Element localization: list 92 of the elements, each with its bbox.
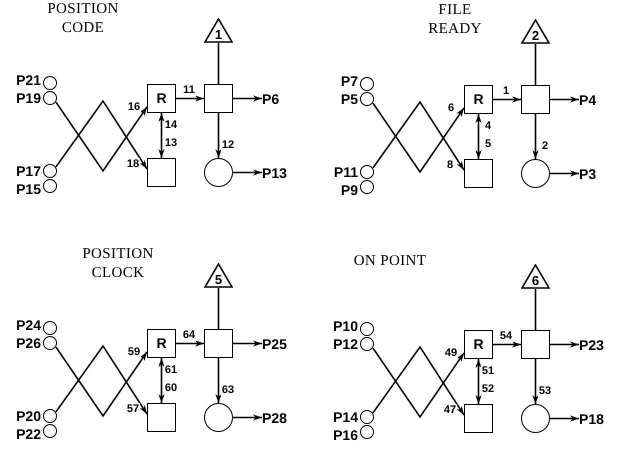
triangle-node <box>521 19 550 44</box>
triangle-node <box>521 264 550 289</box>
place-label: P11 <box>332 165 358 179</box>
triangle-number: 5 <box>214 273 224 287</box>
edge-label: 53 <box>538 385 552 397</box>
edge-label: 51 <box>480 365 496 377</box>
place-label: P19 <box>15 91 41 105</box>
arrow <box>233 169 262 176</box>
output-label: P23 <box>579 336 613 353</box>
square-node <box>464 404 493 433</box>
output-label: P13 <box>262 164 296 181</box>
section-title: POSITION CODE <box>46 0 120 38</box>
arrow <box>550 96 579 103</box>
section-title: FILE READY <box>427 1 483 39</box>
place-label: P9 <box>340 183 358 197</box>
arrow <box>158 113 165 158</box>
edge-label: 59 <box>126 346 142 358</box>
edge-label: 49 <box>444 347 458 359</box>
triangle-number: 1 <box>214 28 224 42</box>
edge-label: 64 <box>182 329 196 341</box>
triangle-number: 6 <box>530 274 540 288</box>
place-label: P21 <box>15 73 41 87</box>
arrow <box>475 359 482 404</box>
arrow <box>532 359 539 404</box>
edge-label: 61 <box>164 364 178 376</box>
edge-label: 6 <box>446 102 456 114</box>
square-node <box>464 159 493 188</box>
square-node <box>204 329 233 358</box>
arrow <box>475 114 482 159</box>
output-label: P4 <box>579 91 613 108</box>
place-label: P20 <box>15 409 41 423</box>
square-node: R <box>464 85 493 114</box>
triangle-node <box>204 263 233 288</box>
arrow <box>532 114 539 159</box>
output-label: P28 <box>262 409 296 426</box>
arrow <box>550 170 579 177</box>
square-node: R <box>147 329 176 358</box>
place-label: P26 <box>15 336 41 350</box>
triangle-node <box>204 18 233 43</box>
edge-label: 8 <box>446 159 454 171</box>
edge-label: 11 <box>182 84 196 96</box>
edge-label: 57 <box>126 403 140 415</box>
arrow <box>233 414 262 421</box>
edge-label: 63 <box>220 384 236 396</box>
place-label: P5 <box>340 92 358 106</box>
square-node <box>521 330 550 359</box>
section-title: ON POINT <box>352 252 428 271</box>
output-label: P3 <box>579 165 613 182</box>
edge-label: 47 <box>442 404 458 416</box>
place-label: P10 <box>332 319 358 333</box>
place-label: P12 <box>332 337 358 351</box>
edge-label: 18 <box>126 158 140 170</box>
place-label: P17 <box>15 164 41 178</box>
triangle-number: 2 <box>530 29 540 43</box>
arrow <box>176 340 204 347</box>
arrow <box>493 96 521 103</box>
square-node <box>147 403 176 432</box>
arrow <box>176 95 204 102</box>
edge-label: 16 <box>126 101 142 113</box>
place-label: P24 <box>15 318 41 332</box>
edge-label: 54 <box>498 330 514 342</box>
square-node <box>521 85 550 114</box>
edge-label: 14 <box>164 119 178 131</box>
arrow <box>215 358 222 403</box>
square-node: R <box>464 330 493 359</box>
square-node <box>204 84 233 113</box>
square-node <box>147 158 176 187</box>
arrow <box>215 113 222 158</box>
arrow <box>550 341 579 348</box>
output-label: P18 <box>579 410 613 427</box>
place-label: P16 <box>332 428 358 442</box>
place-label: P15 <box>15 182 41 196</box>
edge-label: 4 <box>484 120 492 132</box>
arrow <box>550 415 579 422</box>
edge-label: 2 <box>540 140 550 152</box>
arrow <box>233 340 262 347</box>
callout-number: 5 <box>484 138 492 150</box>
edge-label: 1 <box>502 85 510 97</box>
arrow <box>493 341 521 348</box>
place-label: P22 <box>15 427 41 441</box>
place-label: P7 <box>340 74 358 88</box>
place-label: P14 <box>332 410 358 424</box>
section-title: POSITION CLOCK <box>81 245 155 283</box>
arrow <box>158 358 165 403</box>
square-node: R <box>147 84 176 113</box>
arrow <box>233 95 262 102</box>
callout-number: 13 <box>164 137 178 149</box>
output-label: P25 <box>262 335 296 352</box>
edge-label: 12 <box>220 139 236 151</box>
callout-number: 52 <box>480 383 496 395</box>
output-label: P6 <box>262 90 296 107</box>
callout-number: 60 <box>164 382 178 394</box>
